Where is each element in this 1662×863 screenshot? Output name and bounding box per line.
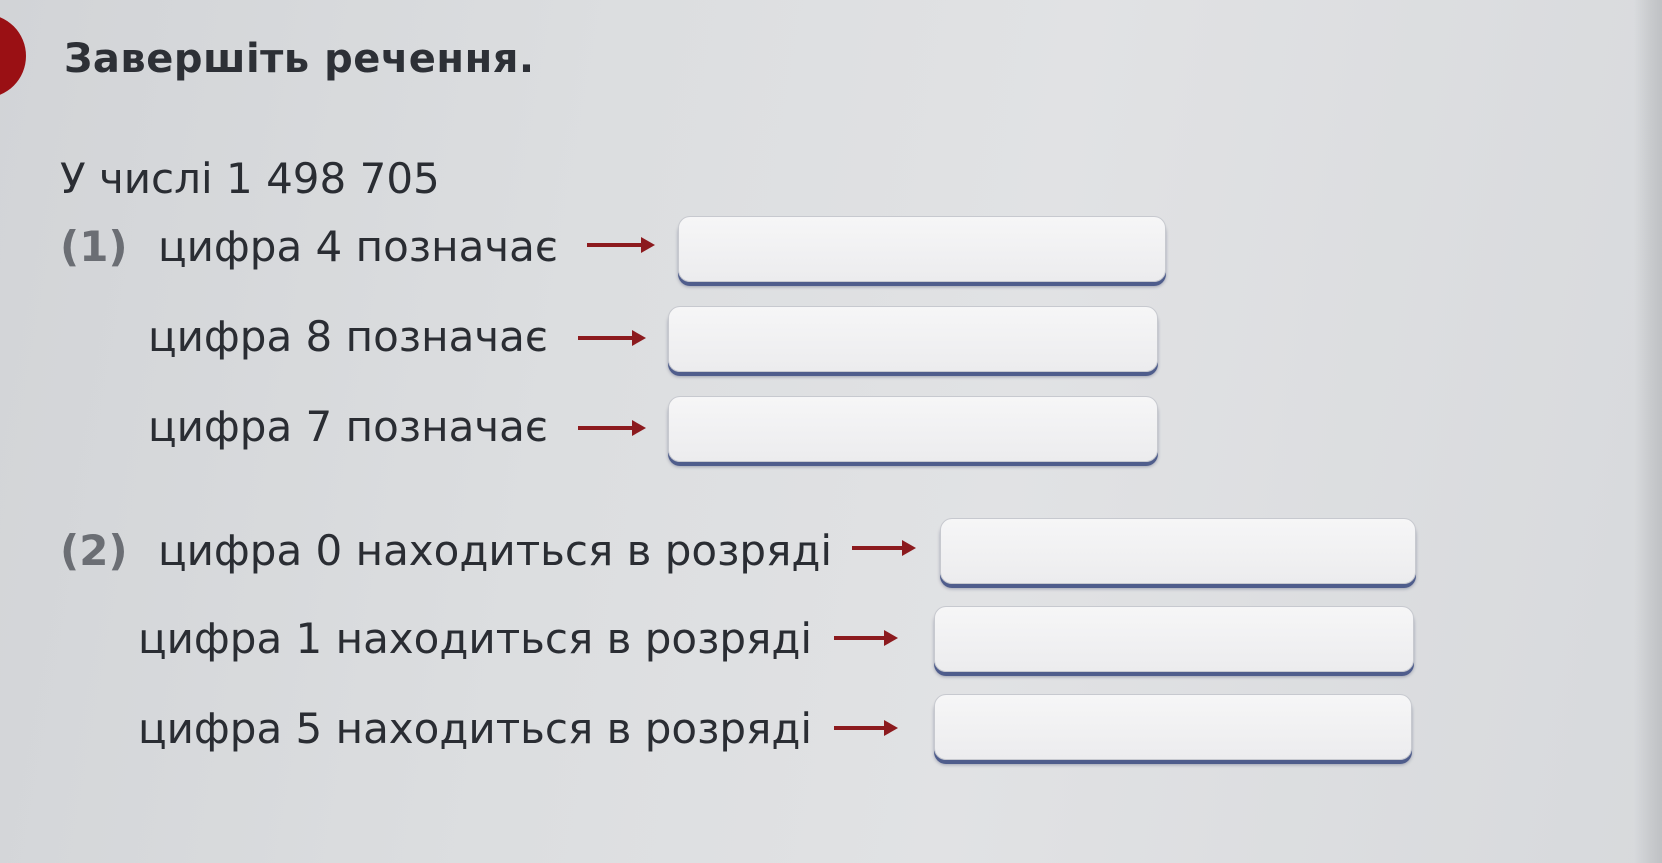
- section-1-row-1-text: цифра 4 позначає: [158, 222, 558, 271]
- number-statement: У числі 1 498 705: [60, 154, 440, 203]
- arrow-icon: [834, 630, 898, 646]
- arrow-icon: [852, 540, 916, 556]
- task-title: Завершіть речення.: [64, 36, 535, 82]
- page-edge-shadow: [1634, 0, 1662, 863]
- arrow-icon: [578, 330, 646, 346]
- section-1-row-3-text: цифра 7 позначає: [148, 402, 548, 451]
- answer-box-digit-7[interactable]: [668, 396, 1158, 462]
- section-2-row-3-text: цифра 5 находиться в розряді: [138, 704, 813, 753]
- section-1-number: (1): [60, 222, 128, 271]
- section-2-number: (2): [60, 526, 128, 575]
- arrow-icon: [578, 420, 646, 436]
- section-1-row-2-text: цифра 8 позначає: [148, 312, 548, 361]
- answer-box-digit-8[interactable]: [668, 306, 1158, 372]
- section-2-row-1-text: цифра 0 находиться в розряді: [158, 526, 833, 575]
- answer-box-digit-4[interactable]: [678, 216, 1166, 282]
- arrow-icon: [587, 237, 655, 253]
- arrow-icon: [834, 720, 898, 736]
- answer-box-digit-1[interactable]: [934, 606, 1414, 672]
- section-2-row-2-text: цифра 1 находиться в розряді: [138, 614, 813, 663]
- task-marker: [0, 14, 26, 98]
- answer-box-digit-5[interactable]: [934, 694, 1412, 760]
- answer-box-digit-0[interactable]: [940, 518, 1416, 584]
